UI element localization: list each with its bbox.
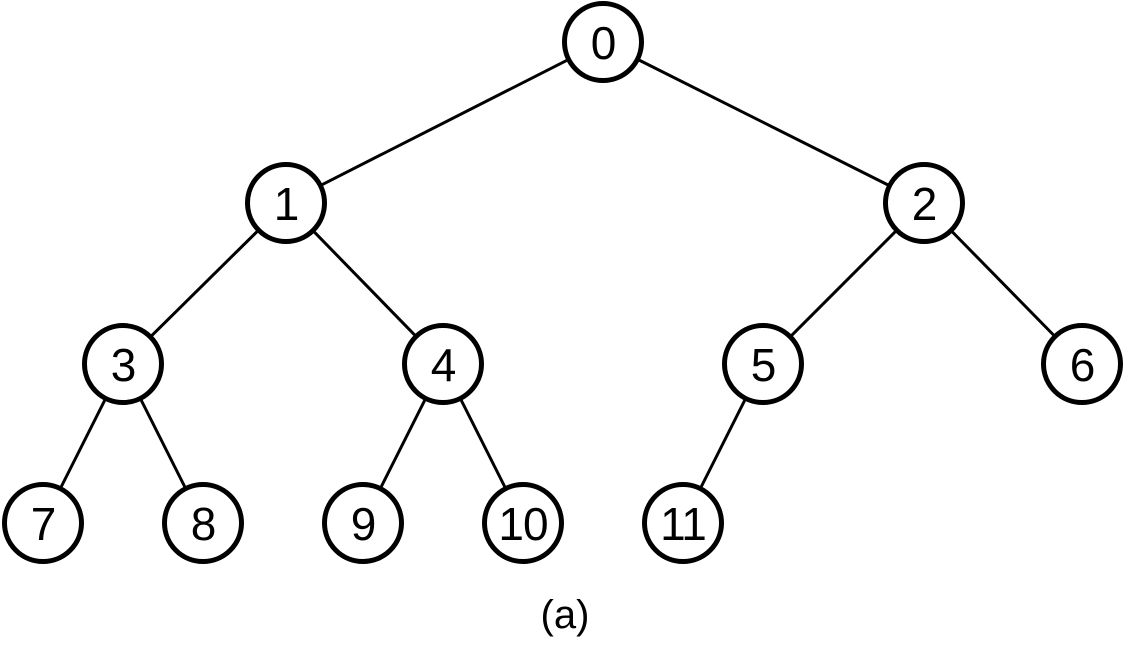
tree-node-circle bbox=[722, 323, 804, 405]
tree-node-circle bbox=[82, 323, 164, 405]
tree-node-3[interactable]: 3 bbox=[82, 323, 164, 405]
tree-edge bbox=[321, 59, 568, 186]
tree-node-circle bbox=[883, 162, 965, 244]
tree-node-circle bbox=[562, 1, 644, 83]
tree-node-circle bbox=[245, 162, 327, 244]
tree-node-label: 4 bbox=[431, 339, 456, 391]
tree-edge bbox=[313, 230, 416, 337]
tree-node-1[interactable]: 1 bbox=[245, 162, 327, 244]
tree-node-label: 11 bbox=[660, 498, 706, 550]
tree-node-label: 10 bbox=[498, 498, 547, 550]
tree-node-label: 2 bbox=[912, 178, 937, 230]
tree-node-circle bbox=[482, 482, 564, 564]
tree-edge bbox=[139, 399, 187, 488]
tree-edge bbox=[379, 399, 427, 488]
tree-edge bbox=[790, 230, 897, 337]
tree-node-label: 3 bbox=[111, 339, 136, 391]
figure-caption: (a) bbox=[541, 593, 590, 637]
tree-node-8[interactable]: 8 bbox=[162, 482, 244, 564]
tree-node-circle bbox=[642, 482, 724, 564]
tree-node-label: 1 bbox=[274, 178, 299, 230]
tree-edge bbox=[951, 230, 1055, 337]
tree-node-label: 8 bbox=[191, 498, 216, 550]
tree-node-label: 5 bbox=[751, 339, 776, 391]
tree-node-11[interactable]: 11 bbox=[642, 482, 724, 564]
tree-node-2[interactable]: 2 bbox=[883, 162, 965, 244]
tree-edge bbox=[638, 58, 889, 187]
tree-node-0[interactable]: 0 bbox=[562, 1, 644, 83]
edge-layer bbox=[59, 58, 1055, 488]
tree-node-circle bbox=[162, 482, 244, 564]
tree-node-circle bbox=[1041, 323, 1123, 405]
tree-node-7[interactable]: 7 bbox=[2, 482, 84, 564]
tree-node-label: 0 bbox=[591, 17, 616, 69]
tree-edge bbox=[699, 399, 747, 488]
tree-node-10[interactable]: 10 bbox=[482, 482, 564, 564]
node-layer: 0 1 2 3 4 5 6 7 8 9 10 11 bbox=[2, 1, 1123, 564]
tree-node-label: 7 bbox=[31, 498, 56, 550]
tree-node-circle bbox=[322, 482, 404, 564]
tree-node-circle bbox=[2, 482, 84, 564]
tree-node-9[interactable]: 9 bbox=[322, 482, 404, 564]
tree-node-label: 9 bbox=[351, 498, 376, 550]
tree-node-label: 6 bbox=[1070, 339, 1095, 391]
tree-node-4[interactable]: 4 bbox=[402, 323, 484, 405]
tree-node-circle bbox=[402, 323, 484, 405]
tree-node-5[interactable]: 5 bbox=[722, 323, 804, 405]
tree-edge bbox=[459, 399, 507, 488]
tree-node-6[interactable]: 6 bbox=[1041, 323, 1123, 405]
tree-edge bbox=[150, 230, 259, 337]
tree-edge bbox=[59, 399, 107, 488]
